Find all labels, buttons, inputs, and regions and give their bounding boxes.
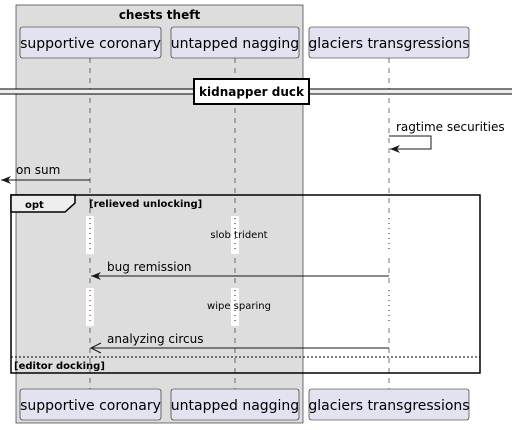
participant-foot-glaciers-transgressions: glaciers transgressions: [308, 388, 470, 421]
message-on-sum: on sum: [1, 163, 90, 184]
participant-label: supportive coronary: [20, 398, 161, 414]
fragment-else-guard: [editor docking]: [14, 361, 105, 372]
delay-label: slob trident: [210, 230, 267, 241]
participant-head-supportive-coronary: supportive coronary: [19, 26, 162, 59]
participant-label: glaciers transgressions: [308, 36, 469, 52]
participant-label: supportive coronary: [20, 36, 161, 52]
message-label: on sum: [16, 163, 60, 177]
participant-label: untapped nagging: [171, 36, 299, 52]
message-label: analyzing circus: [107, 332, 203, 346]
participant-group-box: [15, 4, 304, 424]
message-bug-remission: bug remission: [91, 260, 389, 280]
participant-head-untapped-nagging: untapped nagging: [170, 26, 300, 59]
fragment-guard: [relieved unlocking]: [89, 199, 202, 210]
participant-foot-supportive-coronary: supportive coronary: [19, 388, 162, 421]
delay-slob-trident: slob trident: [86, 216, 393, 254]
participant-head-glaciers-transgressions: glaciers transgressions: [308, 26, 470, 59]
participant-label: untapped nagging: [171, 398, 299, 414]
participant-label: glaciers transgressions: [308, 398, 469, 414]
participant-group-title: chests theft: [119, 8, 201, 22]
delay-wipe-sparing: wipe sparing: [86, 288, 393, 326]
message-ragtime-securities: ragtime securities: [389, 120, 505, 153]
fragment-keyword: opt: [25, 200, 44, 211]
message-analyzing-circus: analyzing circus: [89, 332, 389, 354]
message-label: ragtime securities: [396, 120, 505, 134]
participant-foot-untapped-nagging: untapped nagging: [170, 388, 300, 421]
opt-fragment: opt [relieved unlocking] [editor docking…: [10, 194, 481, 374]
divider: kidnapper duck: [0, 78, 512, 105]
divider-label: kidnapper duck: [199, 85, 305, 99]
delay-label: wipe sparing: [207, 301, 271, 312]
message-label: bug remission: [107, 260, 192, 274]
